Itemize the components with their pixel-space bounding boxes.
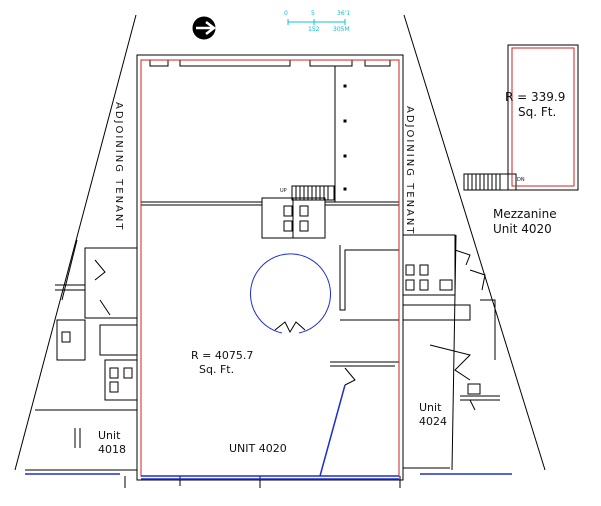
main-area-value: R = 4075.7	[191, 349, 254, 362]
north-arrow-icon	[192, 16, 217, 40]
scale-tick-0: 0	[284, 10, 288, 17]
unit-4018-walls	[25, 247, 138, 471]
scale-tick-end: 36'1	[337, 10, 351, 17]
storefront-windows	[25, 384, 512, 480]
unit-4024-label: Unit	[419, 401, 442, 414]
unit-4024-number: 4024	[419, 415, 447, 428]
main-building-walls	[124, 54, 404, 488]
scale-metric-2: 305M	[333, 26, 350, 33]
stair-up-label: UP	[280, 188, 287, 194]
site-boundary-lines	[14, 14, 546, 471]
area-outlines	[140, 47, 575, 477]
scale-bar	[287, 19, 346, 25]
adjoining-tenant-left: ADJOINING TENANT	[113, 102, 124, 232]
mezzanine-unit: Unit 4020	[493, 222, 552, 236]
scale-metric-1: 152	[308, 26, 320, 33]
mezzanine-title: Mezzanine	[493, 207, 557, 221]
mezzanine-area-unit: Sq. Ft.	[518, 105, 557, 119]
scale-tick-5: 5	[311, 10, 315, 17]
unit-4018-label: Unit	[98, 429, 121, 442]
unit-main-label: UNIT 4020	[229, 442, 287, 455]
adjoining-tenant-right: ADJOINING TENANT	[404, 106, 415, 236]
stair-down-label: DN	[517, 177, 525, 183]
main-area-unit: Sq. Ft.	[199, 363, 235, 376]
circular-room	[250, 253, 331, 334]
unit-4024-walls	[402, 234, 500, 469]
mezzanine-area-value: R = 339.9	[505, 90, 566, 104]
unit-4018-number: 4018	[98, 443, 126, 456]
